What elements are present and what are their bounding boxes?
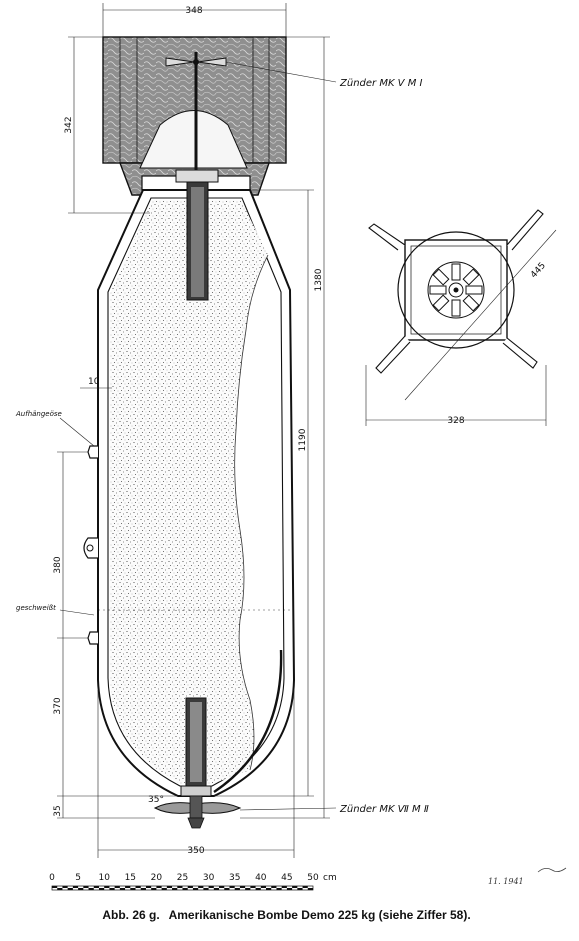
scale-block <box>172 888 178 890</box>
scale-tick-label: 40 <box>255 873 267 883</box>
scale-block <box>192 888 199 890</box>
dim-side-width: 328 <box>447 416 464 426</box>
scale-tick-label: 45 <box>281 873 292 883</box>
scale-block <box>151 888 157 890</box>
scale-block <box>57 888 63 890</box>
scale-block <box>271 886 277 888</box>
scale-block <box>307 888 313 890</box>
scale-block <box>125 886 131 888</box>
bomb-body <box>97 189 296 797</box>
scale-block <box>104 886 110 888</box>
tail-end-view <box>365 209 557 426</box>
scale-block <box>67 888 73 890</box>
scale-block <box>109 888 115 890</box>
label-suspension-lug: Aufhängeöse <box>15 410 62 418</box>
scale-block <box>145 886 152 888</box>
dim-side-diagonal: 445 <box>529 261 548 280</box>
scale-block <box>286 888 293 890</box>
nose-fuze-assembly <box>153 697 242 829</box>
scale-block <box>229 886 235 888</box>
scale-block <box>260 886 267 888</box>
scale-block <box>250 886 256 888</box>
suspension-lugs <box>83 445 294 645</box>
scale-block <box>302 886 308 888</box>
scale-block <box>62 886 68 888</box>
scale-block <box>219 886 225 888</box>
scale-block <box>166 886 173 888</box>
callout-labels: Zünder MK Ⅴ M Ⅰ Zünder MK Ⅶ M Ⅱ Aufhänge… <box>15 78 429 815</box>
scale-block <box>281 886 287 888</box>
scale-block <box>114 886 120 888</box>
scale-block <box>213 888 220 890</box>
dim-tail-height: 342 <box>64 116 74 133</box>
dim-nose-angle: 35° <box>148 795 164 805</box>
scale-block <box>224 888 230 890</box>
caption-text: Amerikanische Bombe Demo 225 kg (siehe Z… <box>168 908 471 922</box>
dim-total-length: 1380 <box>314 268 324 291</box>
scale-tick-labels: 0 5 10 15 20 25 30 35 40 45 50 <box>49 873 319 883</box>
scale-block <box>266 888 272 890</box>
scale-block <box>88 888 94 890</box>
scale-tick-label: 20 <box>151 873 163 883</box>
scale-tick-label: 35 <box>229 873 240 883</box>
scale-block <box>276 888 282 890</box>
drawing-date: 11. 1941 <box>488 877 524 886</box>
caption-number: Abb. 26 g. <box>102 908 160 922</box>
scale-block <box>140 888 146 890</box>
scale-block <box>187 886 193 888</box>
scale-block <box>98 888 105 890</box>
scale-block <box>78 888 84 890</box>
scale-block <box>52 886 58 888</box>
scale-block <box>198 886 204 888</box>
dim-wall: 10 <box>88 377 100 387</box>
scale-tick-label: 30 <box>203 873 215 883</box>
scale-tick-label: 15 <box>125 873 136 883</box>
scale-block <box>297 888 303 890</box>
dim-body-length: 1190 <box>298 428 308 451</box>
scale-block <box>93 886 99 888</box>
tail-fuze-assembly <box>165 52 227 301</box>
scale-tick-label: 0 <box>49 873 55 883</box>
dim-top-width: 348 <box>185 6 202 16</box>
dim-bottom-width: 350 <box>187 846 204 856</box>
label-weld-band: geschweißt <box>16 604 56 612</box>
scale-block <box>245 888 251 890</box>
scale-block <box>83 886 89 888</box>
scale-tick-label: 5 <box>75 873 81 883</box>
figure-caption: Abb. 26 g. Amerikanische Bombe Demo 225 … <box>0 908 579 922</box>
scale-tick-label: 50 <box>307 873 319 883</box>
scale-block <box>177 886 183 888</box>
dim-lower-lug: 370 <box>53 697 63 714</box>
label-nose-fuze: Zünder MK Ⅶ M Ⅱ <box>339 804 429 815</box>
scale-blocks <box>51 885 314 891</box>
scale-block <box>130 888 136 890</box>
scale-block <box>135 886 141 888</box>
scale-block <box>182 888 188 890</box>
scale-block <box>292 886 298 888</box>
scale-tick-label: 25 <box>177 873 188 883</box>
dim-nose-offset: 35 <box>53 805 63 816</box>
dimension-lines <box>57 3 337 858</box>
dimension-labels: 348 342 1380 1190 10 380 370 35 350 328 … <box>53 6 548 856</box>
scale-block <box>119 888 126 890</box>
scale-block <box>239 886 246 888</box>
scale-block <box>255 888 261 890</box>
scale-unit: cm <box>323 873 337 883</box>
signature <box>537 867 567 873</box>
scale-block <box>156 886 162 888</box>
scale-bar: 0 5 10 15 20 25 30 35 40 45 50 cm <box>49 873 337 891</box>
scale-block <box>203 888 209 890</box>
scale-block <box>234 888 240 890</box>
scale-block <box>161 888 167 890</box>
scale-block <box>208 886 214 888</box>
scale-block <box>72 886 79 888</box>
label-tail-fuze: Zünder MK Ⅴ M Ⅰ <box>339 78 423 89</box>
dim-lug-spacing: 380 <box>53 556 63 573</box>
scale-tick-label: 10 <box>98 873 110 883</box>
